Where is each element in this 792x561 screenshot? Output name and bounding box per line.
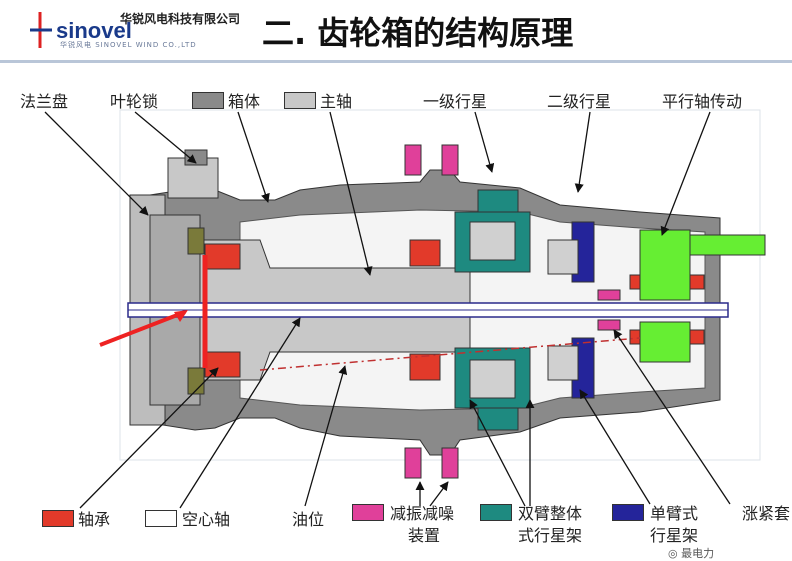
stage2-gear-top — [547, 239, 579, 275]
damping-top-r — [441, 144, 459, 176]
single-carrier-swatch — [612, 504, 644, 521]
bearing-swatch — [42, 510, 74, 527]
planet-gear-bot — [469, 359, 516, 399]
sinovel-logo: sinovel — [30, 12, 132, 48]
ring-gear-top — [477, 189, 519, 213]
legend-single-l2: 行星架 — [650, 526, 699, 545]
double-carrier-swatch — [480, 504, 512, 521]
label-oil-level: 油位 — [292, 510, 325, 529]
label-housing: 箱体 — [228, 92, 261, 111]
bearing-mid-top — [409, 239, 441, 267]
label-flange: 法兰盘 — [20, 92, 69, 111]
legend-double-l1: 双臂整体 — [518, 504, 583, 523]
damping-bot-r — [441, 447, 459, 479]
legend-bearing: 轴承 — [78, 510, 111, 529]
highlight-arrow — [99, 310, 186, 347]
parallel-lower — [639, 321, 691, 363]
slide-header: sinovel 华锐风电科技有限公司 华锐风电 SINOVEL WIND CO.… — [0, 0, 792, 62]
parallel-gear — [639, 229, 691, 301]
hollow-shaft-swatch — [145, 510, 177, 527]
drawing-frame — [119, 109, 761, 461]
housing-swatch — [192, 92, 224, 109]
main-shaft-swatch — [284, 92, 316, 109]
seal-bot — [187, 367, 205, 395]
watermark-text: 最电力 — [681, 547, 715, 560]
brand-cn-name: 华锐风电科技有限公司 — [120, 12, 241, 26]
legend-shrink-disk: 涨紧套 — [742, 504, 791, 523]
brand-en-logo-text: sinovel — [56, 18, 132, 43]
ring-gear-bot — [477, 407, 519, 431]
watermark: ◎ 最电力 — [668, 545, 714, 561]
shrink-disk-top — [597, 289, 621, 301]
bearing-p2-bot — [689, 329, 705, 345]
label-rotor-lock: 叶轮锁 — [110, 92, 159, 111]
bearing-mid-bot — [409, 353, 441, 381]
damping-bot-l — [404, 447, 422, 479]
damping-swatch — [352, 504, 384, 521]
seal-top — [187, 227, 205, 255]
label-stage1: 一级行星 — [423, 92, 488, 111]
legend-damping-l1: 减振减噪 — [390, 504, 455, 523]
parallel-output — [689, 234, 766, 256]
brand-subtitle: 华锐风电 SINOVEL WIND CO.,LTD — [60, 41, 197, 49]
bearing-front-top — [204, 243, 241, 270]
label-parallel-drive: 平行轴传动 — [662, 92, 743, 111]
slide-title: 二. 齿轮箱的结构原理 — [262, 14, 574, 52]
shrink-disk-bot — [597, 319, 621, 331]
label-stage2: 二级行星 — [547, 92, 612, 111]
wechat-icon: ◎ — [668, 547, 678, 560]
damping-top-l — [404, 144, 422, 176]
legend-damping-l2: 装置 — [408, 526, 441, 545]
legend-hollow-shaft: 空心轴 — [182, 510, 231, 529]
legend-double-l2: 式行星架 — [518, 526, 583, 545]
planet-gear-top — [469, 221, 516, 261]
header-divider — [0, 60, 792, 63]
label-main-shaft: 主轴 — [320, 92, 353, 111]
stage2-gear-bot — [547, 345, 579, 381]
bearing-front-bot — [204, 351, 241, 378]
bearing-p2-top — [689, 274, 705, 290]
legend-single-l1: 单臂式 — [650, 504, 699, 523]
